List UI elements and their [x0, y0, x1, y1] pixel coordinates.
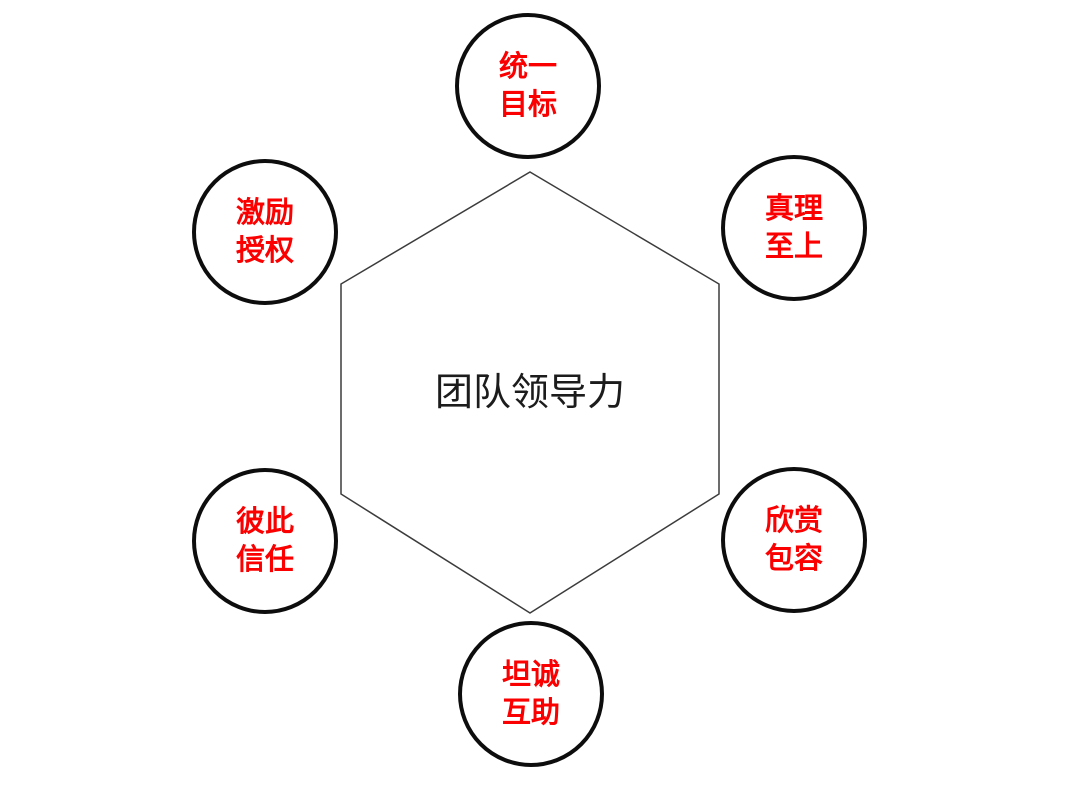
hexagon-outline: [340, 171, 720, 614]
node-label-line: 欣赏: [764, 505, 823, 537]
node-label-line: 至上: [764, 231, 823, 263]
node-label-line: 统一: [498, 51, 557, 83]
node-label-line: 激励: [235, 197, 294, 229]
node-label-line: 坦诚: [501, 659, 560, 691]
node-label-line: 互助: [501, 697, 560, 729]
node-truth-above-all: 真理 至上: [721, 155, 867, 301]
node-motivation-empowerment: 激励 授权: [192, 159, 338, 305]
diagram-title: 团队领导力: [434, 372, 625, 414]
node-label-line: 目标: [498, 89, 557, 121]
node-unified-goals: 统一 目标: [455, 13, 601, 159]
node-label-line: 包容: [764, 543, 823, 575]
node-mutual-trust: 彼此 信任: [192, 468, 338, 614]
node-label-line: 授权: [235, 235, 294, 267]
node-label-line: 真理: [764, 193, 823, 225]
node-honesty-mutual-help: 坦诚 互助: [458, 621, 604, 767]
node-label-line: 信任: [235, 544, 294, 576]
node-label-line: 彼此: [235, 506, 294, 538]
node-appreciation-inclusion: 欣赏 包容: [721, 467, 867, 613]
